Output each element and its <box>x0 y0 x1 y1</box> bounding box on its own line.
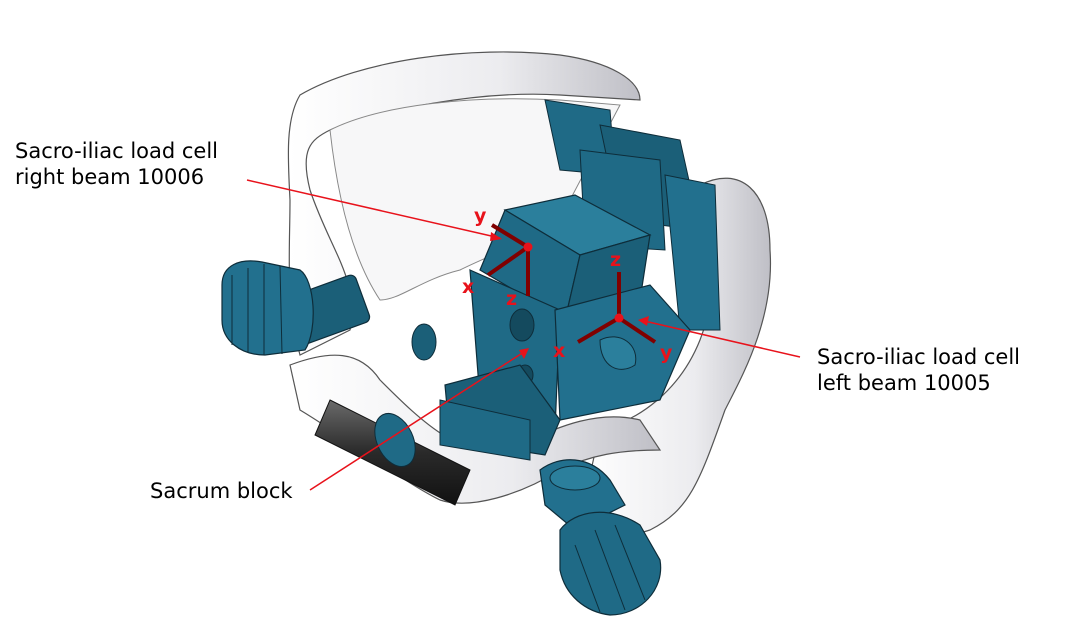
sacrum-leader-arrow <box>519 348 529 359</box>
left-beam-callout-line2: left beam 10005 <box>817 371 991 395</box>
right-cell-z-label: z <box>506 288 517 310</box>
left-beam-leader-line <box>639 319 801 358</box>
right-beam-leader-arrow <box>490 232 502 241</box>
sacrum-callout: Sacrum block <box>150 478 293 504</box>
right-beam-callout-line2: right beam 10006 <box>15 165 205 189</box>
left-cell-y-label: y <box>660 342 673 364</box>
sacrum-callout-label: Sacrum block <box>150 479 293 503</box>
right-beam-leader-line <box>246 179 501 239</box>
sacrum-leader-line <box>309 349 528 491</box>
left-cell-axes: z x y <box>553 249 673 364</box>
load-cell-assembly <box>439 99 721 461</box>
left-beam-leader-arrow <box>638 316 649 326</box>
right-cell-x-label: x <box>462 276 474 298</box>
right-beam-callout-line1: Sacro-iliac load cell <box>15 139 219 163</box>
pubic-shaft <box>314 399 471 506</box>
left-cell-x-label: x <box>553 340 565 362</box>
right-beam-callout: Sacro-iliac load cell right beam 10006 <box>15 138 218 190</box>
iliac-shell-inner <box>329 98 621 301</box>
left-cell-z-label: z <box>610 249 621 271</box>
left-beam-callout-line1: Sacro-iliac load cell <box>817 345 1021 369</box>
right-cell-axes: y x z <box>462 205 533 310</box>
front-hip-connector <box>539 459 662 616</box>
left-beam-callout: Sacro-iliac load cell left beam 10005 <box>817 344 1020 396</box>
left-hip-connector <box>221 260 437 361</box>
right-cell-y-label: y <box>474 205 487 227</box>
